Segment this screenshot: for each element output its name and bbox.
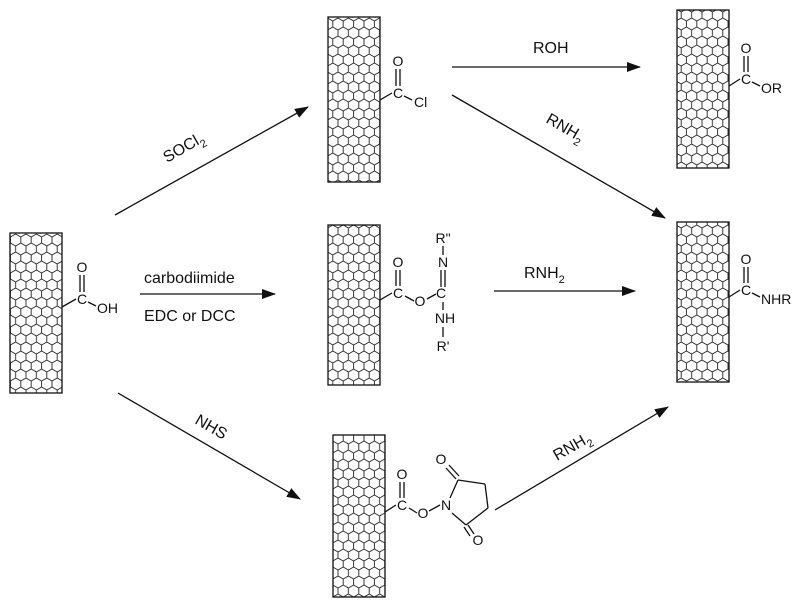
atom-n: N: [438, 254, 448, 270]
atom-c: C: [436, 285, 446, 301]
atom-oh: OH: [97, 300, 118, 316]
label-edc-dcc: EDC or DCC: [144, 308, 236, 325]
ester-group: C O OR: [728, 40, 782, 96]
atom-c: C: [77, 291, 87, 307]
label-roh: ROH: [533, 40, 569, 57]
atom-o: O: [393, 53, 404, 69]
atom-r-prime: R': [437, 338, 450, 354]
nhs-ester-group: C O O N O O: [384, 451, 489, 548]
label-carbodiimide: carbodiimide: [144, 270, 235, 287]
atom-o: O: [415, 293, 426, 309]
atom-o: O: [393, 254, 404, 270]
atom-n: N: [441, 497, 451, 513]
atom-o: O: [397, 466, 408, 482]
atom-cl: Cl: [414, 94, 427, 110]
atom-o: O: [741, 40, 752, 56]
amide-group: C O NHR: [728, 251, 791, 307]
label-rnh2-middle: RNH2: [524, 265, 565, 286]
label-rnh2-bottom: RNH2: [551, 429, 597, 468]
atom-c: C: [393, 85, 403, 101]
nanotube-ester: [676, 9, 730, 169]
atom-nh: NH: [435, 310, 455, 326]
nanotube-start: [9, 232, 63, 394]
nanotube-amide: [676, 221, 730, 383]
label-nhs: NHS: [192, 412, 230, 444]
atom-r-double-prime: R": [435, 230, 450, 246]
atom-nhr: NHR: [761, 291, 791, 307]
label-rnh2-top: RNH2: [541, 111, 587, 150]
atom-c: C: [397, 497, 407, 513]
atom-c: C: [393, 285, 403, 301]
arrow-rnh2-bottom: [494, 406, 669, 511]
nanotube-carbodiimide-adduct: [327, 224, 381, 386]
atom-o: O: [418, 505, 429, 521]
atom-o: O: [473, 532, 484, 548]
arrow-socl2: [114, 106, 309, 216]
atom-c: C: [741, 71, 751, 87]
arrow-rnh2-top: [451, 94, 666, 219]
carboxylic-acid-group: C O OH: [61, 259, 118, 316]
atom-o: O: [77, 259, 88, 275]
atom-o: O: [741, 251, 752, 267]
arrow-nhs: [117, 392, 301, 500]
nanotube-acyl-chloride: [327, 16, 381, 183]
acyl-chloride-group: C O Cl: [379, 53, 427, 110]
o-acylisourea-group: C O O C N R" NH R': [379, 230, 455, 354]
label-socl2: SOCl2: [161, 130, 210, 170]
atom-c: C: [741, 282, 751, 298]
nanotube-nhs-ester: [332, 434, 386, 598]
atom-or: OR: [761, 80, 782, 96]
atom-o: O: [436, 451, 447, 467]
